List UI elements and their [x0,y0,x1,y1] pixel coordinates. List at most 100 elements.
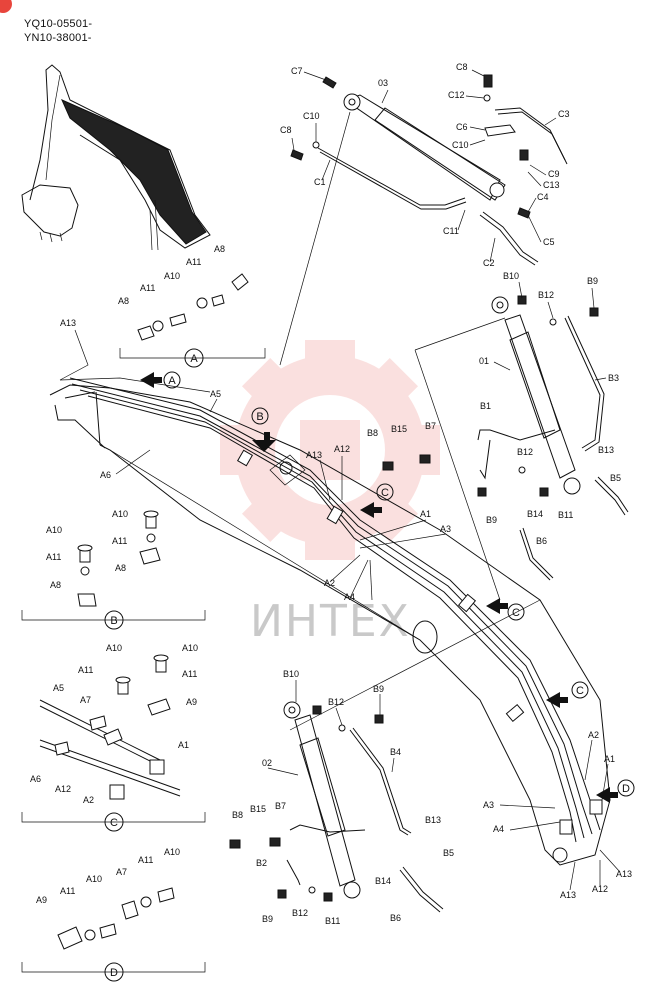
arrow-a-icon [140,372,162,388]
label-a5: A5 [210,389,221,399]
label-a1-mid: A1 [420,509,431,519]
label-a1-low: A1 [604,754,615,764]
label-a4-mid: A4 [344,592,355,602]
label-a13-left: A13 [60,318,76,328]
serial-range-2: YN10-38001- [24,32,92,44]
label-b9-top: B9 [587,276,598,286]
arrow-c3-icon [546,692,568,708]
label-c8-left: C8 [280,125,292,135]
label-a6: A6 [100,470,111,480]
label-b8-low: B8 [232,810,243,820]
arrow-c1-label: C [381,487,389,499]
arm-cylinder-assembly [290,74,568,266]
label-d-a11b: A11 [138,855,153,865]
detail-d: D [21,887,206,982]
label-c8-top: C8 [456,62,468,72]
label-a11-top2: A11 [140,283,155,293]
label-b12-low: B12 [328,697,344,707]
label-b7-low: B7 [275,801,286,811]
label-a10-top: A10 [164,271,180,281]
label-c4: C4 [537,192,549,202]
label-d-a10b: A10 [164,847,180,857]
label-b11-mid: B11 [558,510,573,520]
label-c2: C2 [483,258,495,268]
label-c7: C7 [291,66,303,76]
arrow-b-icon [252,432,276,452]
label-b3: B3 [608,373,619,383]
leader-lines [59,69,621,891]
label-c3: C3 [558,109,570,119]
watermark-text: ИНТЕХ [250,596,411,647]
label-b5-low: B5 [443,848,454,858]
label-a4-low: A4 [493,824,504,834]
label-03: 03 [378,78,388,88]
label-b7: B7 [425,421,436,431]
watermark-gear-icon [220,340,440,560]
detail-a: A [119,273,266,368]
label-c-a9: A9 [186,697,197,707]
cylinder-02-assembly [229,599,541,913]
view-a-label: A [190,353,198,365]
label-b-a10b: A10 [46,525,62,535]
label-b10-top: B10 [503,271,519,281]
label-a8-mid: A8 [118,296,129,306]
label-a12-low: A12 [592,884,608,894]
label-b1: B1 [480,401,491,411]
label-c-a12: A12 [55,784,71,794]
arrow-c2-icon [486,598,508,614]
cylinder-01-assembly [279,111,629,601]
label-b8: B8 [367,428,378,438]
view-arrows: A B C C C D [140,371,635,803]
label-c-a2: A2 [83,795,94,805]
view-a-marker [184,348,204,368]
view-b-label: B [110,615,117,627]
label-c-a10b: A10 [182,643,198,653]
excavator-arm [49,384,611,866]
label-b15: B15 [391,424,407,434]
label-b9-mid: B9 [486,515,497,525]
label-b13-low: B13 [425,815,441,825]
label-b-a8b: A8 [50,580,61,590]
label-b2: B2 [256,858,267,868]
label-a3-mid: A3 [440,524,451,534]
detail-c: C [21,654,206,832]
excavator-thumbnail [21,64,211,251]
arrow-a-label: A [168,375,176,387]
label-c9: C9 [548,169,560,179]
label-b-a11b: A11 [46,552,61,562]
label-b6-low: B6 [390,913,401,923]
label-d-a10a: A10 [86,874,102,884]
serial-range-1: YQ10-05501- [24,18,93,30]
label-c-a10a: A10 [106,643,122,653]
label-a12-mid: A12 [334,444,350,454]
part-labels: C7 03 C8 C12 C3 C10 C8 C1 C6 C10 C9 C13 … [30,62,632,926]
label-b15-low: B15 [250,804,266,814]
view-d-label: D [110,967,118,979]
label-d-a11a: A11 [60,886,75,896]
label-c5: C5 [543,237,555,247]
label-b14-mid: B14 [527,509,543,519]
label-a3-low: A3 [483,800,494,810]
label-c-a7: A7 [80,695,91,705]
label-c-a6: A6 [30,774,41,784]
label-a13-low: A13 [560,890,576,900]
label-c-a11a: A11 [78,665,93,675]
label-a11-top: A11 [186,257,201,267]
label-c10-right: C10 [452,140,469,150]
label-b5-mid: B5 [610,473,621,483]
label-a13-low2: A13 [616,869,632,879]
label-b9-low: B9 [373,684,384,694]
arm-hydraulic-lines [59,377,603,843]
label-b-a8: A8 [115,563,126,573]
label-b9-low2: B9 [262,914,273,924]
label-d-a9: A9 [36,895,47,905]
label-c13: C13 [543,180,560,190]
arrow-c1-icon [360,502,382,518]
label-c11: C11 [443,226,459,236]
label-a13-mid: A13 [306,450,322,460]
label-a2-low: A2 [588,730,599,740]
label-b12-low2: B12 [292,908,308,918]
label-c12: C12 [448,90,465,100]
label-01: 01 [479,356,489,366]
label-02: 02 [262,758,272,768]
